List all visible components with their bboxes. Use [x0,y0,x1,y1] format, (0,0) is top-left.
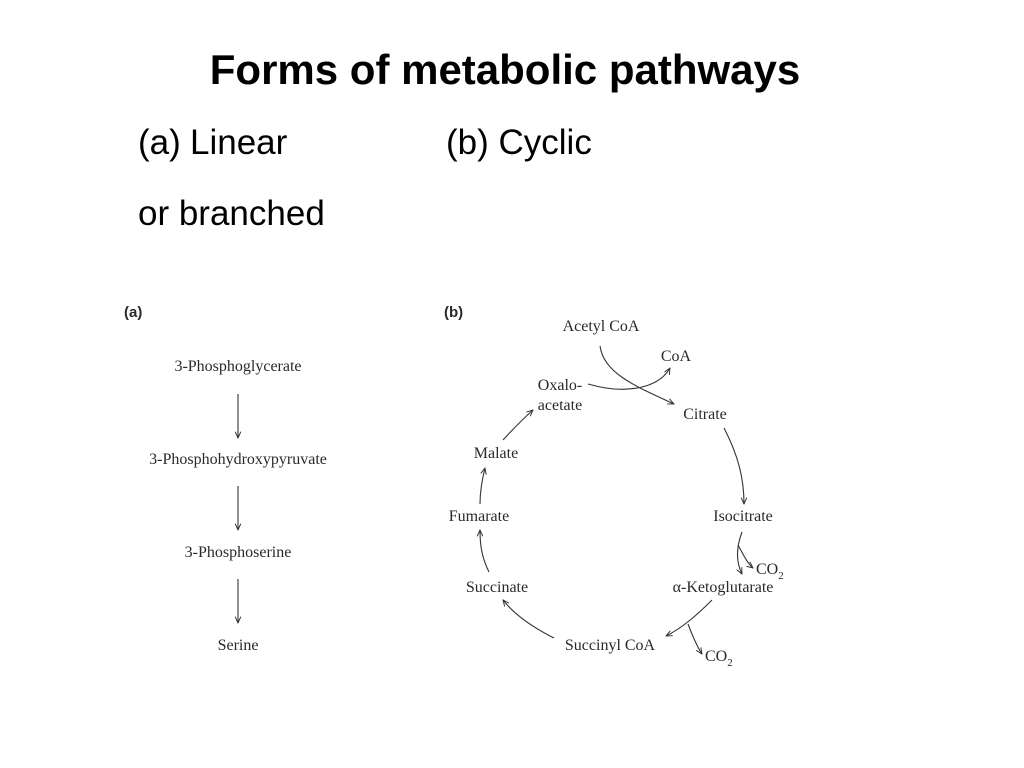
node-oxaloacetate-line-1: Oxalo- [538,377,582,394]
node-coa: CoA [661,348,692,365]
step-serine: Serine [218,637,259,654]
cyclic-pathway-panel: (b) Acetyl CoA CoA Oxalo- acetate Citrat… [444,304,784,669]
node-fumarate: Fumarate [449,508,509,525]
node-co2-second: CO2 [705,648,733,669]
subheading-a-marker: (a) [138,123,181,162]
slide-title: Forms of metabolic pathways [209,46,801,93]
co2-first-main: CO [756,561,778,578]
arrow-to-coa [587,368,670,390]
arrow-acetyl-coa-to-citrate [599,345,674,405]
arrow-fumarate-to-malate [479,468,485,505]
subheading-a-text: Linear [190,123,288,162]
node-alpha-ketoglutarate: α-Ketoglutarate [673,579,774,596]
node-citrate: Citrate [683,406,727,423]
arrow-ketoglutarate-to-succinyl-coa [666,599,713,636]
step-3-phosphohydroxypyruvate: 3-Phosphohydroxypyruvate [149,451,327,468]
node-co2-first: CO2 [756,561,784,582]
node-malate: Malate [474,445,518,462]
arrow-citrate-to-isocitrate [723,427,744,504]
node-isocitrate: Isocitrate [713,508,773,525]
co2-second-main: CO [705,648,727,665]
subheading-a-continuation: or branched [138,194,325,233]
linear-pathway-panel: (a) 3-Phosphoglycerate 3-Phosphohydroxyp… [124,304,327,654]
arrow-co2-release-second [687,623,702,654]
node-succinyl-coa: Succinyl CoA [565,637,656,654]
panel-b-label: (b) [444,304,463,321]
arrow-succinate-to-fumarate [480,530,490,573]
step-3-phosphoglycerate: 3-Phosphoglycerate [174,358,301,375]
co2-second-subscript: 2 [727,657,733,669]
node-acetyl-coa: Acetyl CoA [563,318,640,335]
arrow-co2-release-first [737,544,753,568]
step-3-phosphoserine: 3-Phosphoserine [185,544,292,561]
panel-a-label: (a) [124,304,142,321]
arrow-malate-to-oxaloacetate [502,410,533,441]
arrow-isocitrate-to-ketoglutarate [738,531,743,574]
node-succinate: Succinate [466,579,528,596]
subheading-b: (b) Cyclic [446,123,592,162]
arrow-succinyl-coa-to-succinate [503,600,555,639]
co2-first-subscript: 2 [778,570,784,582]
node-oxaloacetate-line-2: acetate [538,397,582,414]
